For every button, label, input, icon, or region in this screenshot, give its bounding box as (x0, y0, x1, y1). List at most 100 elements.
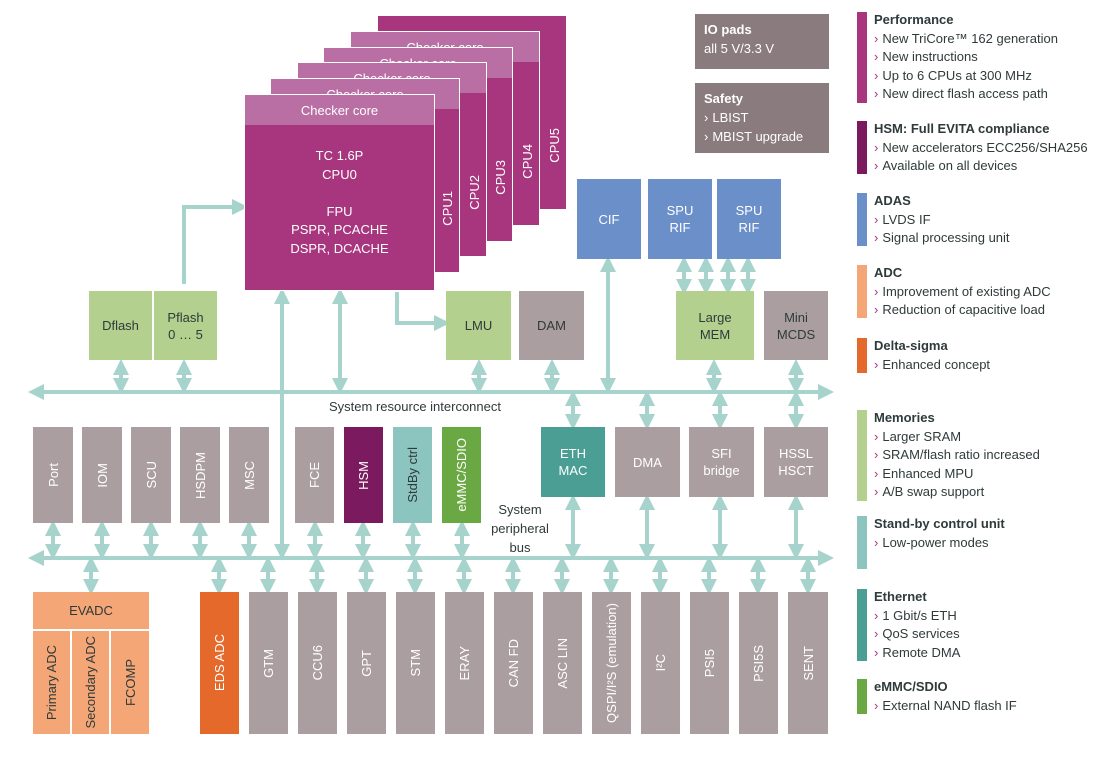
safety-title: Safety (704, 91, 744, 106)
fcomp-block: FCOMP (111, 631, 149, 734)
cpu0-core: Checker core TC 1.6P CPU0 FPU PSPR, PCAC… (244, 94, 435, 291)
asc-lin-block: ASC LIN (543, 592, 582, 734)
gpt-label: GPT (359, 649, 374, 677)
secondary-adc-label: Secondary ADC (83, 636, 98, 729)
connector-arrow (395, 292, 450, 331)
lmu-block: LMU (446, 291, 511, 360)
dflash-block: Dflash (89, 291, 152, 360)
legend-item: ›QoS services (874, 626, 960, 641)
eds-adc-label: EDS ADC (212, 634, 227, 692)
large-mem-block: Large MEM (676, 291, 754, 360)
emmc-sdio-label: eMMC/SDIO (454, 438, 469, 512)
pflash-block: Pflash 0 … 5 (154, 291, 217, 360)
io-pads-text: all 5 V/3.3 V (704, 41, 775, 56)
cpu0-text: TC 1.6P CPU0 FPU PSPR, PCACHE DSPR, DCAC… (290, 148, 389, 256)
safety-item: ›LBIST (704, 110, 749, 125)
legend-title: Performance (874, 12, 954, 27)
legend-item: ›New instructions (874, 49, 978, 64)
legend-color-bar (857, 12, 867, 103)
hssl-hsct-block: HSSL HSCT (764, 427, 828, 497)
spu-rif-block-2: SPU RIF (717, 179, 781, 259)
ccu6-label: CCU6 (310, 645, 325, 681)
qspi-label: QSPI/I²S (emulation) (604, 603, 619, 723)
legend-color-bar (857, 516, 867, 569)
cpu2-label: CPU2 (467, 175, 482, 210)
legend-title: ADC (874, 265, 903, 280)
legend-item: ›Signal processing unit (874, 230, 1010, 245)
can-fd-block: CAN FD (494, 592, 533, 734)
dma-block: DMA (615, 427, 680, 497)
sfi-bridge-block: SFI bridge (689, 427, 754, 497)
port-label: Port (45, 463, 61, 487)
legend-color-bar (857, 589, 867, 661)
stm-block: STM (396, 592, 435, 734)
legend-item: ›1 Gbit/s ETH (874, 607, 957, 623)
can-fd-label: CAN FD (506, 638, 521, 688)
hsm-block: HSM (344, 427, 383, 523)
legend-item: ›Reduction of capacitive load (874, 302, 1045, 317)
legend-title: Memories (874, 410, 935, 425)
gtm-block: GTM (249, 592, 288, 734)
legend-title: Ethernet (874, 589, 927, 604)
spu-rif-block-1: SPU RIF (648, 179, 712, 259)
ccu6-block: CCU6 (298, 592, 337, 734)
legend-group: eMMC/SDIO›External NAND flash IF (874, 678, 1017, 715)
legend-item: ›New direct flash access path (874, 86, 1048, 101)
legend-item: ›A/B swap support (874, 484, 985, 499)
legend-item: ›LVDS IF (874, 211, 931, 227)
legend-color-bar (857, 193, 867, 246)
legend-item: ›Larger SRAM (874, 428, 962, 444)
legend-item: ›Improvement of existing ADC (874, 283, 1051, 299)
gtm-label: GTM (261, 648, 276, 678)
legend-group: Memories ›Larger SRAM ›SRAM/flash ratio in… (874, 409, 1040, 502)
scu-block: SCU (131, 427, 171, 523)
fce-label: FCE (307, 462, 322, 488)
legend-title: eMMC/SDIO (874, 679, 948, 694)
eds-adc-block: EDS ADC (200, 592, 239, 734)
scu-label: SCU (143, 461, 159, 489)
stdby-ctrl-block: StdBy ctrl (393, 427, 432, 523)
legend-group: ADAS ›LVDS IF ›Signal processing unit (874, 192, 1010, 248)
legend-group: Delta-sigma›Enhanced concept (874, 337, 990, 374)
legend-group: Ethernet ›1 Gbit/s ETH ›QoS services ›Remot… (874, 588, 960, 662)
legend-color-bar (857, 338, 867, 373)
legend-title: Delta-sigma (874, 338, 948, 353)
legend-item: ›Remote DMA (874, 644, 961, 660)
i2c-block: I²C (641, 592, 680, 734)
legend-color-bar (857, 679, 867, 714)
legend-title: HSM: Full EVITA compliance (874, 121, 1050, 136)
hsdpm-block: HSDPM (180, 427, 220, 523)
primary-adc-label: Primary ADC (44, 644, 59, 721)
asc-lin-label: ASC LIN (555, 637, 570, 689)
sent-label: SENT (800, 645, 816, 681)
sri-label: System resource interconnect (329, 399, 501, 414)
legend-item: ›Up to 6 CPUs at 300 MHz (874, 67, 1032, 83)
legend-item: ›Enhanced MPU (874, 465, 974, 481)
io-pads-panel: IO pads all 5 V/3.3 V (695, 14, 829, 69)
fcomp-label: FCOMP (122, 659, 138, 706)
legend-title: Stand-by control unit (874, 516, 1005, 531)
legend-title: ADAS (874, 193, 911, 208)
evadc-block: EVADC (33, 592, 149, 629)
sent-block: SENT (788, 592, 828, 734)
psi5-block: PSI5 (690, 592, 729, 734)
emmc-sdio-block: eMMC/SDIO (442, 427, 481, 523)
msc-block: MSC (229, 427, 269, 523)
checker-core-label: Checker core (245, 95, 434, 125)
legend-color-bar (857, 265, 867, 318)
hsm-label: HSM (356, 460, 371, 490)
legend-item: ›New accelerators ECC256/SHA256 (874, 139, 1088, 155)
secondary-adc-block: Secondary ADC (72, 631, 109, 734)
cpu1-label: CPU1 (440, 191, 455, 226)
stm-label: STM (408, 649, 423, 677)
psi5s-block: PSI5S (739, 592, 778, 734)
hsdpm-label: HSDPM (192, 451, 208, 499)
cif-block: CIF (577, 179, 641, 259)
safety-item: ›MBIST upgrade (704, 129, 804, 144)
port-block: Port (33, 427, 73, 523)
legend-item: ›SRAM/flash ratio increased (874, 447, 1040, 462)
eth-mac-block: ETH MAC (541, 427, 605, 497)
legend-group: Performance›New TriCore™ 162 generation›… (874, 11, 1058, 104)
fce-block: FCE (295, 427, 334, 523)
